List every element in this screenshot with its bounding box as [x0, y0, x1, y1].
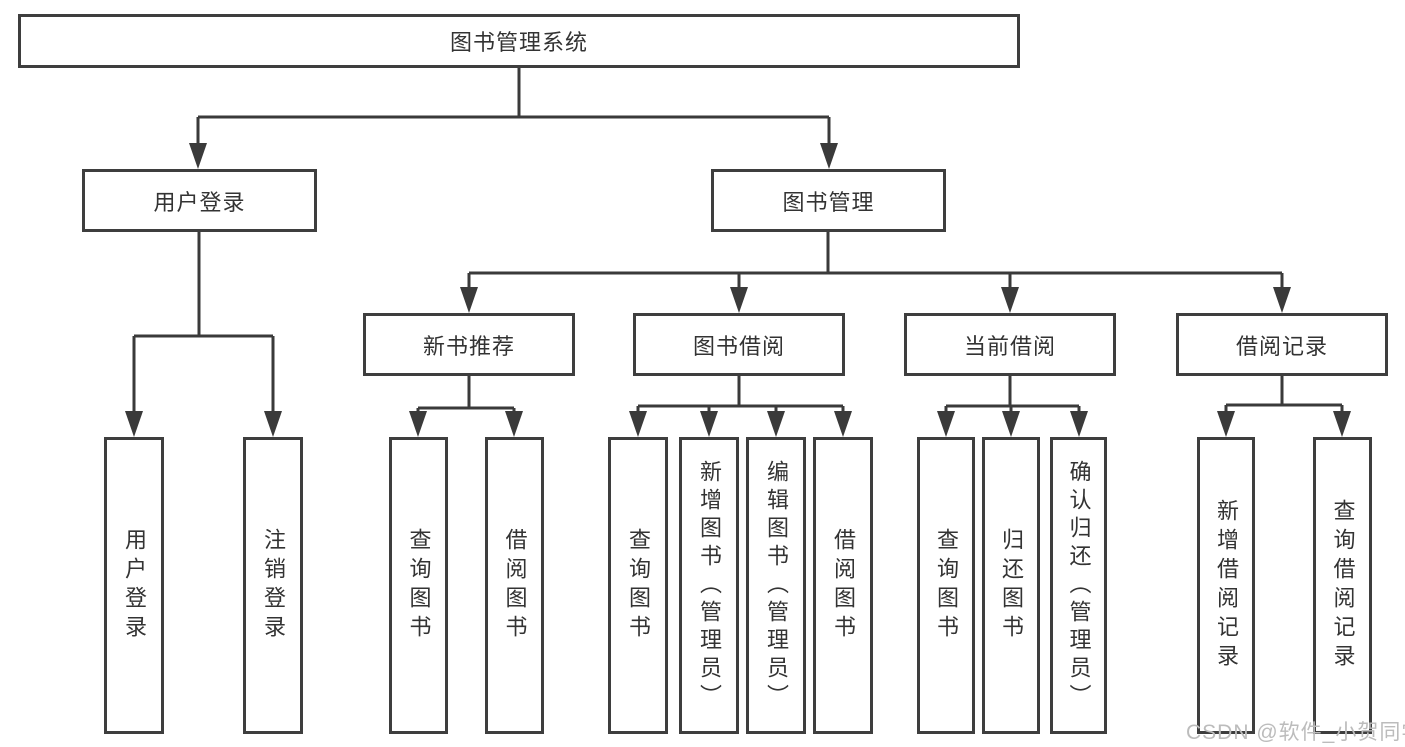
leaf-br-query-record-label: 查询借阅记录 [1330, 498, 1356, 673]
leaf-nb-query-book: 查询图书 [389, 437, 448, 734]
node-user-login-label: 用户登录 [153, 189, 246, 215]
node-book-borrowing: 图书借阅 [633, 313, 845, 376]
node-new-book-recommend-label: 新书推荐 [422, 333, 515, 359]
node-new-book-recommend: 新书推荐 [363, 313, 575, 376]
leaf-nb-borrow-book: 借阅图书 [485, 437, 544, 734]
leaf-nb-query-book-label: 查询图书 [406, 527, 432, 644]
leaf-br-add-record: 新增借阅记录 [1197, 437, 1255, 734]
node-borrowing-records-label: 借阅记录 [1235, 333, 1328, 359]
leaf-cb-query-book-label: 查询图书 [934, 527, 959, 644]
leaf-bb-edit-book-admin-label: 编辑图书（管理员） [764, 459, 789, 712]
leaf-bb-query-book: 查询图书 [608, 437, 668, 734]
leaf-br-query-record: 查询借阅记录 [1313, 437, 1372, 734]
leaf-bb-query-book-label: 查询图书 [626, 527, 651, 644]
node-root-label: 图书管理系统 [449, 30, 588, 55]
leaf-cb-confirm-return-admin: 确认归还（管理员） [1050, 437, 1107, 734]
leaf-cb-return-book: 归还图书 [982, 437, 1040, 734]
watermark: CSDN @软件_小贺同学 [1186, 721, 1405, 744]
leaf-bb-edit-book-admin: 编辑图书（管理员） [746, 437, 806, 734]
node-book-management: 图书管理 [711, 169, 946, 232]
leaf-user-login-label: 用户登录 [122, 527, 147, 644]
node-user-login: 用户登录 [82, 169, 317, 232]
leaf-nb-borrow-book-label: 借阅图书 [502, 527, 528, 644]
node-borrowing-records: 借阅记录 [1176, 313, 1388, 376]
leaf-logout: 注销登录 [243, 437, 303, 734]
leaf-bb-add-book-admin-label: 新增图书（管理员） [697, 459, 722, 712]
leaf-user-login: 用户登录 [104, 437, 164, 734]
node-book-management-label: 图书管理 [782, 189, 875, 215]
node-current-borrowing: 当前借阅 [904, 313, 1116, 376]
leaf-cb-query-book: 查询图书 [917, 437, 975, 734]
node-book-borrowing-label: 图书借阅 [692, 333, 785, 359]
node-root: 图书管理系统 [18, 14, 1020, 68]
leaf-br-add-record-label: 新增借阅记录 [1214, 498, 1239, 673]
leaf-bb-borrow-book-label: 借阅图书 [831, 527, 856, 644]
leaf-bb-add-book-admin: 新增图书（管理员） [679, 437, 739, 734]
leaf-cb-confirm-return-admin-label: 确认归还（管理员） [1066, 459, 1092, 712]
leaf-cb-return-book-label: 归还图书 [999, 527, 1024, 644]
leaf-bb-borrow-book: 借阅图书 [813, 437, 873, 734]
leaf-logout-label: 注销登录 [261, 527, 286, 644]
arrowheads [125, 143, 1351, 437]
node-current-borrowing-label: 当前借阅 [963, 333, 1056, 359]
